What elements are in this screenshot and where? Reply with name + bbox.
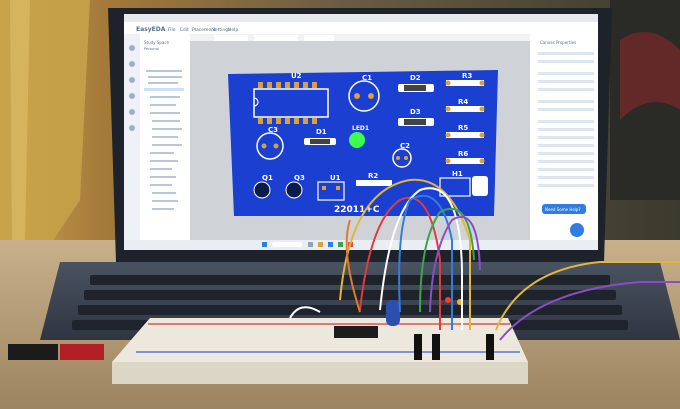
pcb-label-r6: R6 <box>458 150 468 158</box>
sticker <box>8 344 58 360</box>
app-logo: EasyEDA <box>136 26 166 33</box>
tab[interactable] <box>254 35 298 41</box>
menu-bar <box>124 22 598 34</box>
pcb-label-r4: R4 <box>458 98 468 106</box>
nav-icon[interactable] <box>129 93 135 99</box>
search-icon[interactable] <box>272 242 302 247</box>
nav-icon[interactable] <box>129 77 135 83</box>
breadboard-edge <box>112 362 528 384</box>
pcb-label-u2: U2 <box>291 72 302 80</box>
sticker <box>60 344 104 360</box>
pcb-label-h1: H1 <box>452 170 463 178</box>
taskbar-app-icon[interactable] <box>308 242 313 247</box>
header-pin <box>432 334 440 360</box>
menu-file[interactable]: File <box>168 27 176 33</box>
pcb-label-q3: Q3 <box>294 174 305 182</box>
project-tree-panel <box>140 34 190 246</box>
pcb-label-r3: R3 <box>462 72 472 80</box>
pcb-footer-text: 22011+C <box>334 205 380 215</box>
nav-icon[interactable] <box>129 125 135 131</box>
properties-title: Canvas Properties <box>540 40 576 45</box>
pcb-label-c2: C2 <box>400 142 410 150</box>
nav-icon[interactable] <box>129 45 135 51</box>
capacitor <box>386 300 400 326</box>
sidebar-title: Study Space <box>144 40 170 45</box>
menu-placement[interactable]: Placement <box>192 27 216 33</box>
taskbar-app-icon[interactable] <box>328 242 333 247</box>
pcb-label-d1: D1 <box>316 128 327 136</box>
sidebar-subtitle: Personal <box>144 47 159 51</box>
led-indicator <box>349 132 365 148</box>
pcb-label-q1: Q1 <box>262 174 273 182</box>
led-red <box>445 297 451 303</box>
jumper-wires <box>289 178 680 341</box>
help-chat-button[interactable] <box>542 204 586 214</box>
help-chat-label: Need Some Help? <box>545 207 581 212</box>
menu-settings[interactable]: Settings <box>212 27 231 33</box>
chat-help-icon[interactable] <box>570 223 584 237</box>
menu-edit[interactable]: Edit <box>180 27 189 33</box>
pcb-label-u1: U1 <box>330 174 341 182</box>
windows-start-icon[interactable] <box>262 242 267 247</box>
pcb-label-led1: LED1 <box>352 125 369 132</box>
project-tree <box>144 70 184 210</box>
pcb-label-d3: D3 <box>410 108 421 116</box>
header-pin <box>486 334 494 360</box>
taskbar-app-icon[interactable] <box>318 242 323 247</box>
taskbar <box>124 240 598 250</box>
properties-rows <box>538 52 594 187</box>
pcb-label-r2: R2 <box>368 172 378 180</box>
header-pin <box>414 334 422 360</box>
tab-bar <box>190 34 530 41</box>
menu-help[interactable]: Help <box>228 27 238 33</box>
pcb-label-c1: C1 <box>362 74 372 82</box>
pcb-label-r5: R5 <box>458 124 468 132</box>
background-object <box>620 32 680 120</box>
nav-icon[interactable] <box>129 109 135 115</box>
breadboard <box>112 318 528 362</box>
tab[interactable] <box>214 35 248 41</box>
nav-icon[interactable] <box>129 61 135 67</box>
pcb-board <box>228 70 498 216</box>
curtain-fold <box>10 0 30 245</box>
pcb-label-c3: C3 <box>268 126 278 134</box>
left-icon-strip <box>124 34 140 246</box>
taskbar-app-icon[interactable] <box>338 242 343 247</box>
ic-chip <box>334 326 378 338</box>
pcb-label-d2: D2 <box>410 74 421 82</box>
tab[interactable] <box>304 35 334 41</box>
title-bar <box>124 14 598 22</box>
